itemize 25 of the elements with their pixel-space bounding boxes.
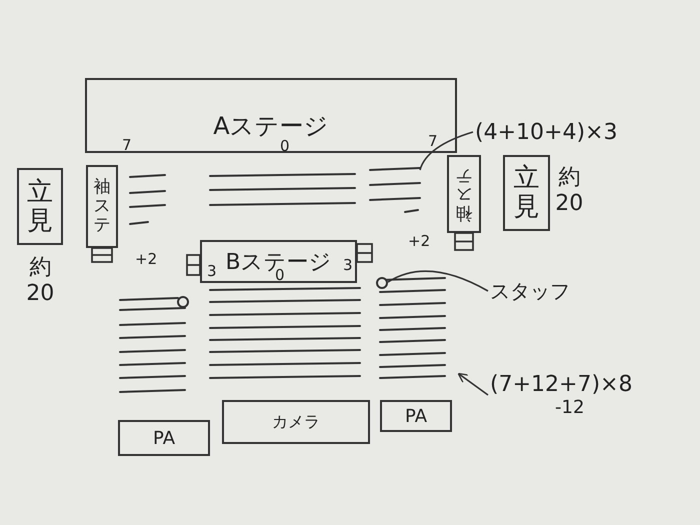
callout-note: (7+12+7)×8 [490,372,632,397]
area-box: PA [118,420,210,456]
capacity-note: 約20 [555,165,584,218]
callout-note: (4+10+4)×3 [475,115,695,149]
staff-position-marker [376,277,388,289]
area-box: PA [380,400,452,432]
callout-note: -12 [555,397,584,418]
callout-note: スタッフ [490,275,580,307]
staff-position-marker [177,296,189,308]
area-box: カメラ [222,400,370,444]
row-count: 0 [280,137,290,155]
capacity-note: 約20 [26,255,55,308]
area-box: 袖ステ [86,165,118,248]
row-count: 7 [122,136,132,154]
area-box: 立見 [17,168,63,245]
row-count: 3 [343,256,353,274]
extra-seat-count: +2 [408,232,430,250]
arrow [458,372,488,396]
row-count: 3 [207,262,217,280]
area-box: 袖ステ [447,155,481,233]
area-box: 立見 [503,155,550,231]
extra-seat-count: +2 [135,250,158,268]
leader-line [419,131,474,170]
row-count: 7 [428,132,438,150]
leader-line [388,270,488,292]
